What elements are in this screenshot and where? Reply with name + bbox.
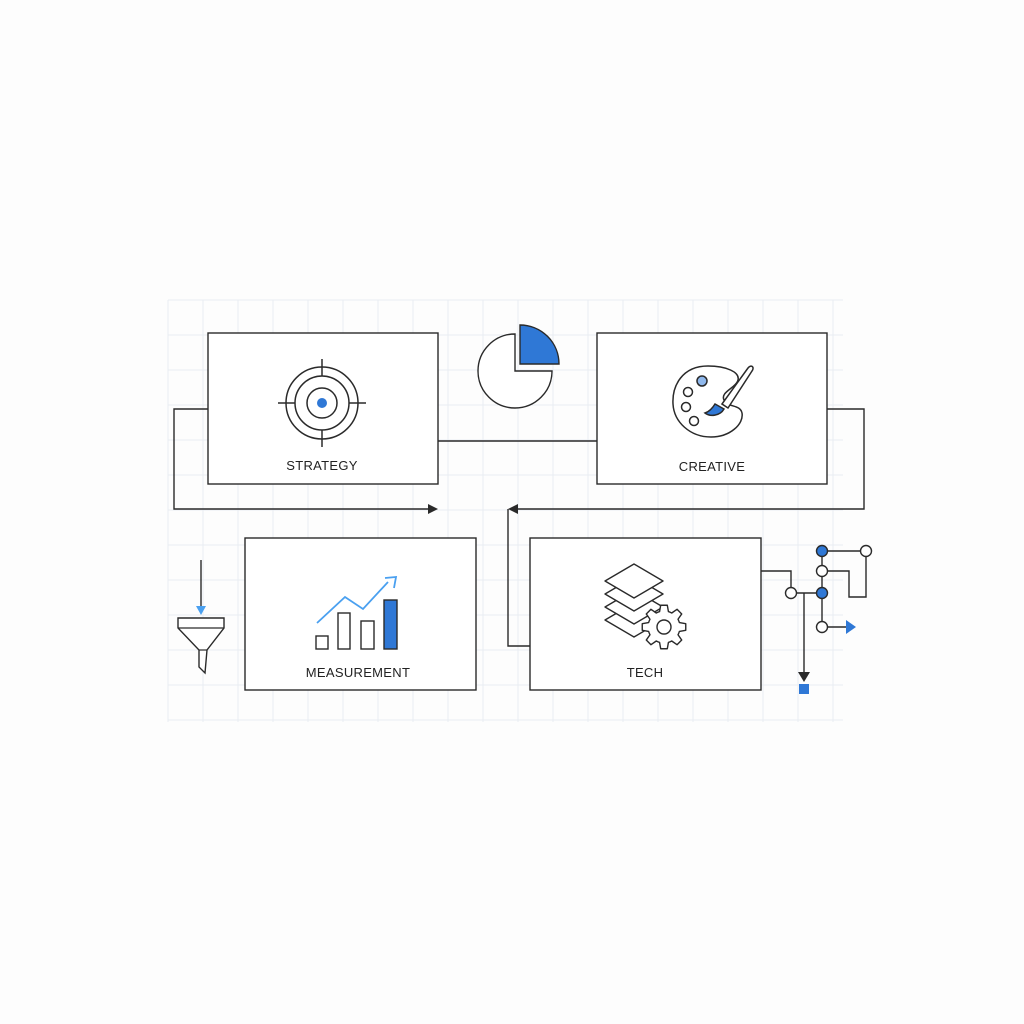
tech-label: TECH bbox=[627, 665, 664, 680]
creative-label: CREATIVE bbox=[679, 459, 745, 474]
connector-strategy-loop bbox=[173, 408, 430, 510]
gear-icon bbox=[641, 604, 687, 650]
strategy-box: STRATEGY bbox=[207, 332, 439, 485]
arrowhead-right bbox=[428, 504, 438, 514]
tech-box: TECH bbox=[529, 537, 762, 691]
measurement-box: MEASUREMENT bbox=[244, 537, 477, 691]
arrowhead-left bbox=[508, 504, 518, 514]
connector-creative-tech bbox=[518, 408, 865, 510]
connector-into-tech bbox=[507, 509, 530, 647]
funnel-icon bbox=[177, 560, 225, 675]
measurement-label: MEASUREMENT bbox=[306, 665, 410, 680]
creative-box: CREATIVE bbox=[596, 332, 828, 485]
strategy-label: STRATEGY bbox=[286, 458, 358, 473]
growth-chart-icon bbox=[315, 575, 398, 650]
target-icon bbox=[278, 359, 366, 447]
layers-gear-icon bbox=[604, 563, 687, 650]
node-network-icon bbox=[761, 544, 873, 694]
pie-chart-icon bbox=[477, 324, 560, 409]
palette-icon bbox=[672, 365, 754, 438]
connectors bbox=[173, 408, 865, 647]
